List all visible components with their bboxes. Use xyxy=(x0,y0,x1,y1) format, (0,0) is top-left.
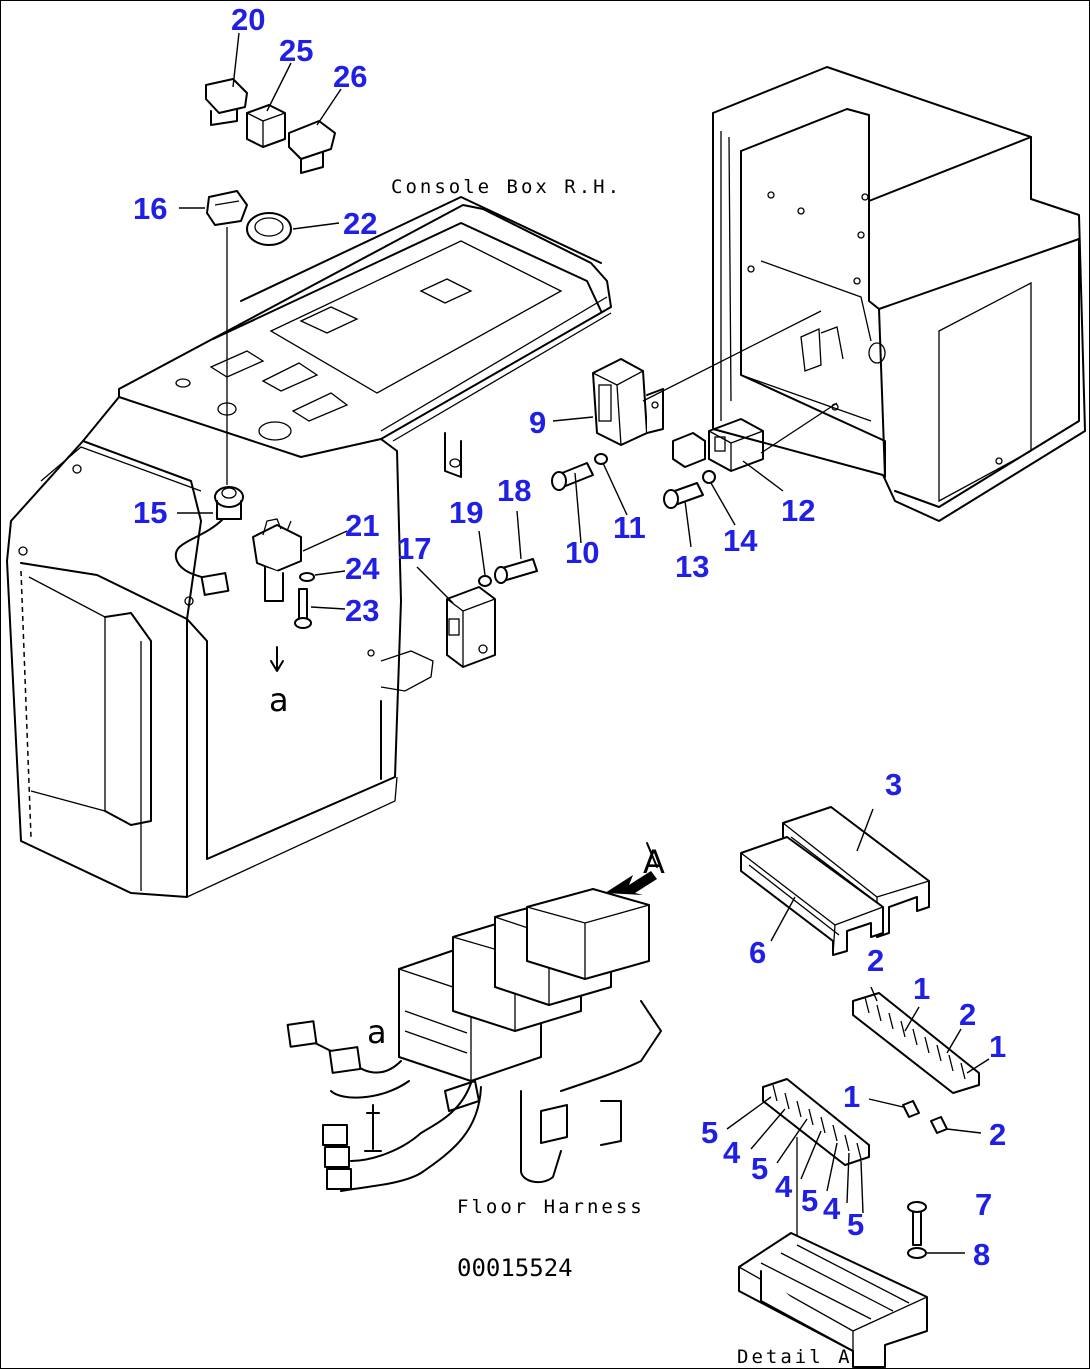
callout-1-right: 1 xyxy=(989,1029,1006,1064)
callout-8: 8 xyxy=(973,1237,990,1272)
part-7 xyxy=(907,1201,927,1246)
part-19 xyxy=(478,575,492,587)
callout-22: 22 xyxy=(343,206,377,241)
callout-5-b: 5 xyxy=(751,1151,768,1186)
part-17 xyxy=(446,586,496,668)
callout-4-c: 4 xyxy=(823,1191,841,1226)
caption-floor-harness: Floor Harness xyxy=(457,1196,645,1218)
callout-5-d: 5 xyxy=(847,1207,864,1242)
console-box xyxy=(6,196,612,898)
fuse-1-single xyxy=(902,1100,920,1118)
part-21 xyxy=(252,518,302,602)
fuse-box-base xyxy=(738,1232,928,1368)
callout-17: 17 xyxy=(397,531,431,566)
callout-1-single: 1 xyxy=(843,1079,860,1114)
callout-2-top: 2 xyxy=(867,943,884,978)
part-16 xyxy=(206,190,248,226)
callout-6: 6 xyxy=(749,935,766,970)
callout-2-mid: 2 xyxy=(959,997,976,1032)
callout-3: 3 xyxy=(885,767,902,802)
part-24 xyxy=(299,572,315,582)
cab-box xyxy=(712,66,1086,522)
callout-24: 24 xyxy=(345,551,380,586)
callout-12: 12 xyxy=(781,493,815,528)
callout-5-c: 5 xyxy=(801,1183,818,1218)
callout-13: 13 xyxy=(675,549,709,584)
callout-4-b: 4 xyxy=(775,1169,793,1204)
view-marker-a: A xyxy=(643,843,665,881)
part-11 xyxy=(594,453,608,465)
callout-9: 9 xyxy=(529,405,546,440)
callout-25: 25 xyxy=(279,33,313,68)
callout-21: 21 xyxy=(345,508,379,543)
view-arrow-a xyxy=(605,842,658,895)
caption-console-box: Console Box R.H. xyxy=(391,176,622,198)
callout-18: 18 xyxy=(497,473,531,508)
callout-14: 14 xyxy=(723,523,758,558)
callout-26: 26 xyxy=(333,59,367,94)
fuse-2-single xyxy=(930,1116,948,1134)
part-9 xyxy=(592,358,664,446)
callout-4-a: 4 xyxy=(723,1135,741,1170)
switch-20 xyxy=(205,78,248,126)
part-8 xyxy=(907,1247,927,1259)
callout-11: 11 xyxy=(613,510,646,545)
callout-1-top: 1 xyxy=(913,971,930,1006)
fuse-row-lower xyxy=(762,1078,870,1166)
part-6 xyxy=(740,836,884,956)
part-10 xyxy=(551,462,594,491)
part-23 xyxy=(294,588,312,629)
callout-7: 7 xyxy=(975,1187,992,1222)
ref-a-upper: a xyxy=(269,681,289,719)
callout-5-a: 5 xyxy=(701,1115,718,1150)
part-13 xyxy=(663,482,704,509)
callout-20: 20 xyxy=(231,2,265,37)
part-12 xyxy=(672,418,764,472)
callout-10: 10 xyxy=(565,535,599,570)
drawing-number: 00015524 xyxy=(457,1254,573,1282)
switch-26 xyxy=(288,120,336,174)
callout-16: 16 xyxy=(133,191,167,226)
ref-a-lower: a xyxy=(367,1013,387,1051)
callout-15: 15 xyxy=(133,495,167,530)
part-18 xyxy=(494,558,538,584)
caption-detail-a: Detail A xyxy=(737,1346,853,1368)
callout-23: 23 xyxy=(345,593,379,628)
callout-19: 19 xyxy=(449,495,483,530)
part-22 xyxy=(246,212,292,246)
part-14 xyxy=(702,470,716,484)
part-15 xyxy=(174,486,244,596)
callout-2-single: 2 xyxy=(989,1117,1006,1152)
floor-harness xyxy=(286,888,662,1192)
fuse-row-upper xyxy=(852,992,980,1094)
switch-25 xyxy=(246,104,286,148)
